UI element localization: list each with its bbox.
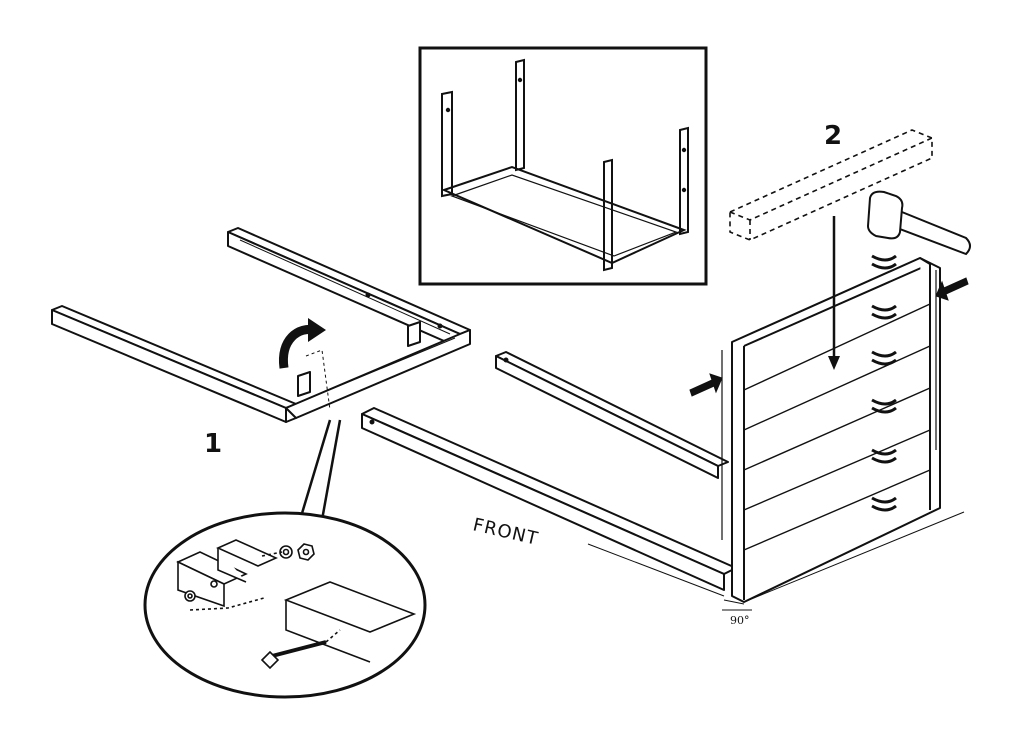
- end-panel: [723, 257, 965, 605]
- press-arrow-icon: [828, 216, 840, 370]
- front-label: FRONT: [471, 514, 541, 549]
- inset-frame-overview: [418, 46, 708, 286]
- step1-frame-corner: [51, 227, 471, 423]
- side-press-arrows: [689, 270, 969, 540]
- angle-label: 90°: [730, 614, 750, 627]
- rotate-arrow-icon: [278, 318, 326, 369]
- step-number-2: 2: [824, 121, 842, 151]
- detail-bracket-bolt: [176, 539, 417, 670]
- side-rails: [361, 351, 737, 591]
- tap-mark-icon: [871, 254, 897, 512]
- step-number-1: 1: [204, 429, 222, 459]
- wood-block-outline: [729, 129, 933, 241]
- hammer-icon: [866, 190, 971, 256]
